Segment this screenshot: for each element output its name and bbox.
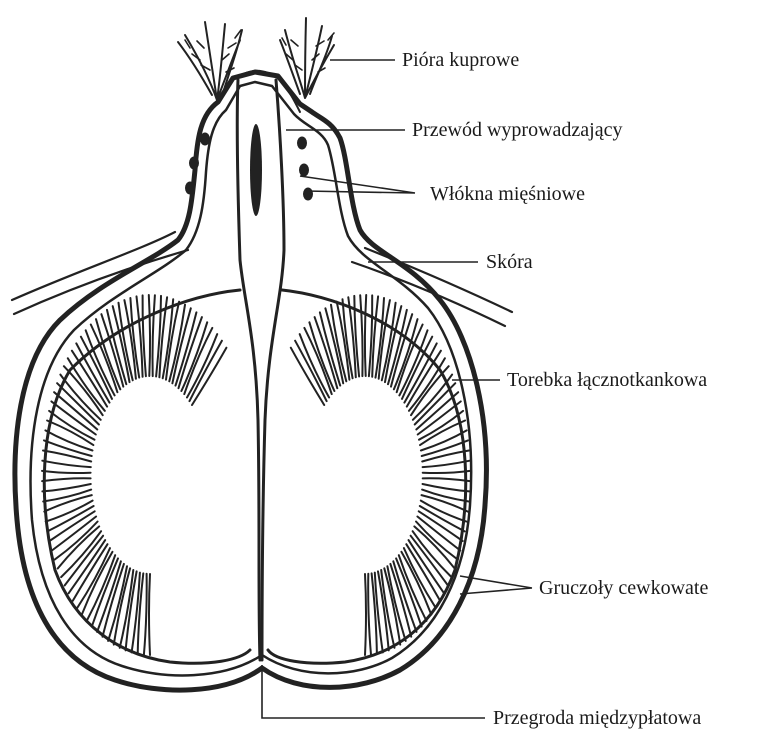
tubular-gland <box>368 574 371 655</box>
tubular-gland <box>394 319 418 389</box>
left-lobe <box>42 290 250 663</box>
label-skin: Skóra <box>486 251 533 273</box>
tubular-gland <box>360 295 362 376</box>
skin <box>12 232 512 326</box>
tubular-gland <box>42 484 90 491</box>
tubular-gland <box>42 471 91 473</box>
tubular-gland <box>404 343 436 402</box>
tubular-gland <box>423 471 470 473</box>
tubular-gland <box>149 295 150 376</box>
tubular-gland <box>416 522 458 560</box>
tubular-gland <box>42 461 91 467</box>
label-duct: Przewód wyprowadzający <box>412 119 622 141</box>
label-feathers: Pióra kuprowe <box>402 49 519 71</box>
label-muscle: Włókna mięśniowe <box>430 183 585 205</box>
tubular-gland <box>43 451 91 462</box>
tubular-gland <box>295 341 327 401</box>
feathers <box>178 18 334 100</box>
label-septum: Przegroda międzypłatowa <box>493 707 701 729</box>
tubular-gland <box>57 383 99 424</box>
tubular-gland <box>152 295 154 376</box>
tubular-gland <box>415 383 456 424</box>
label-glands: Gruczoły cewkowate <box>539 577 708 599</box>
duct <box>232 71 300 216</box>
tubular-gland <box>42 478 91 481</box>
tubular-gland <box>192 348 226 405</box>
tubular-gland <box>144 574 147 655</box>
tubular-gland <box>365 574 366 655</box>
tubular-gland <box>190 341 222 401</box>
label-capsule: Torebka łącznotkankowa <box>507 369 707 391</box>
tubular-gland <box>423 461 470 467</box>
tubular-gland <box>76 343 109 402</box>
tubular-gland <box>422 451 469 462</box>
tubular-gland <box>365 295 366 376</box>
tubular-gland <box>423 478 470 481</box>
tubular-gland <box>423 484 470 491</box>
tubular-gland <box>96 319 120 389</box>
tubular-gland <box>149 574 150 655</box>
tubular-gland <box>55 522 98 560</box>
tubular-gland <box>291 348 324 405</box>
